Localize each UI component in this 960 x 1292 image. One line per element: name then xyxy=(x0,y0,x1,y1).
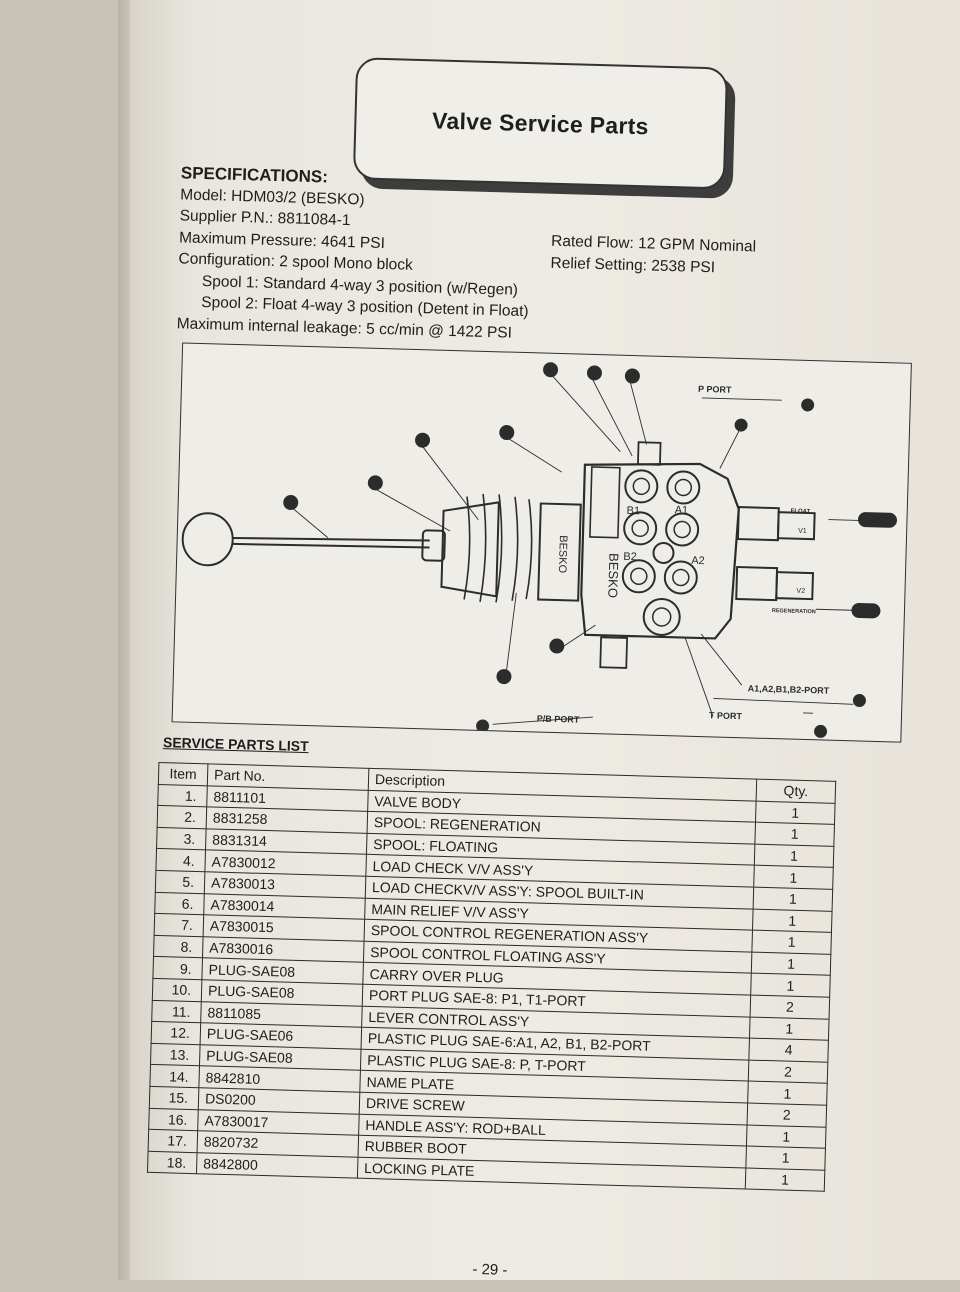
label-t-port: T PORT xyxy=(709,710,743,721)
handle-rod xyxy=(233,535,430,543)
parts-list-heading: SERVICE PARTS LIST xyxy=(163,734,309,754)
item-cell: 6. xyxy=(155,892,205,915)
port-top-1 xyxy=(625,470,658,503)
item-cell: 3. xyxy=(157,827,207,850)
label-a1: A1 xyxy=(675,504,689,516)
svg-text:6: 6 xyxy=(505,430,509,437)
label-b1: B1 xyxy=(626,505,640,517)
qty-cell: 1 xyxy=(752,909,832,933)
qty-cell: 2 xyxy=(748,1060,828,1084)
item-cell: 1. xyxy=(158,784,208,807)
spool-cap-1 xyxy=(738,507,779,540)
qty-cell: 1 xyxy=(753,887,833,911)
item-cell: 11. xyxy=(152,1000,202,1023)
part-no-cell: 8842800 xyxy=(196,1152,358,1178)
specifications-block: SPECIFICATIONS: Model: HDM03/2 (BESKO) S… xyxy=(176,162,532,344)
qty-cell: 4 xyxy=(749,1038,829,1062)
relief-cartridge xyxy=(590,467,620,538)
center-plug xyxy=(653,543,674,564)
specifications-right: Rated Flow: 12 GPM Nominal Relief Settin… xyxy=(550,231,756,280)
port-a1 xyxy=(666,513,699,546)
label-v1: V1 xyxy=(798,528,807,535)
handle-ball xyxy=(182,513,233,566)
qty-cell: 1 xyxy=(756,801,836,825)
svg-text:10: 10 xyxy=(628,373,636,380)
item-cell: 13. xyxy=(150,1043,200,1066)
item-cell: 18. xyxy=(147,1151,197,1174)
svg-text:2 7: 2 7 xyxy=(861,609,871,616)
svg-text:4: 4 xyxy=(555,643,559,650)
item-cell: 4. xyxy=(156,849,206,872)
qty-cell: 1 xyxy=(746,1146,826,1170)
svg-text:13: 13 xyxy=(804,402,812,409)
svg-text:18: 18 xyxy=(371,480,379,487)
item-cell: 8. xyxy=(154,935,204,958)
page-number: - 29 - xyxy=(472,1261,507,1279)
item-cell: 12. xyxy=(151,1021,201,1044)
valve-body xyxy=(580,461,740,639)
qty-cell: 2 xyxy=(747,1103,827,1127)
top-fitting xyxy=(638,442,661,465)
qty-cell: 1 xyxy=(751,952,831,976)
item-cell: 7. xyxy=(154,914,204,937)
spool-cap-2 xyxy=(736,567,777,600)
item-cell: 15. xyxy=(149,1086,199,1109)
parts-table: Item Part No. Description Qty. 1.8811101… xyxy=(147,762,836,1192)
item-cell: 17. xyxy=(148,1129,198,1152)
header-qty: Qty. xyxy=(756,779,836,803)
label-regeneration: REGENERATION xyxy=(772,608,816,615)
svg-text:15: 15 xyxy=(590,370,598,377)
label-b2: B2 xyxy=(623,551,637,563)
svg-text:1: 1 xyxy=(739,423,743,430)
qty-cell: 1 xyxy=(749,1017,829,1041)
svg-text:16: 16 xyxy=(287,500,295,507)
qty-cell: 1 xyxy=(755,822,835,846)
item-cell: 5. xyxy=(155,870,205,893)
boot-brand-label: BESKO xyxy=(556,535,569,574)
item-cell: 16. xyxy=(149,1108,199,1131)
svg-text:11: 11 xyxy=(419,438,427,445)
svg-text:17: 17 xyxy=(500,674,508,681)
qty-cell: 1 xyxy=(754,844,834,868)
leader-lines xyxy=(285,369,863,735)
item-cell: 14. xyxy=(150,1065,200,1088)
qty-cell: 1 xyxy=(748,1081,828,1105)
label-float: FLOAT xyxy=(791,509,811,516)
port-b2 xyxy=(622,560,655,593)
qty-cell: 1 xyxy=(752,930,832,954)
label-v2: V2 xyxy=(796,588,805,595)
page-title: Valve Service Parts xyxy=(432,107,649,140)
label-a2: A2 xyxy=(691,555,705,567)
label-p-port: P PORT xyxy=(698,384,732,395)
qty-cell: 1 xyxy=(745,1168,825,1192)
port-bottom xyxy=(643,598,680,635)
item-cell: 10. xyxy=(152,978,202,1001)
item-cell: 2. xyxy=(157,806,207,829)
qty-cell: 1 xyxy=(754,866,834,890)
qty-cell: 1 xyxy=(746,1125,826,1149)
svg-text:3 5 8: 3 5 8 xyxy=(870,518,886,525)
svg-text:14: 14 xyxy=(547,367,555,374)
svg-text:12: 12 xyxy=(855,698,863,705)
bottom-fitting xyxy=(600,637,627,668)
svg-text:9: 9 xyxy=(481,723,485,730)
callouts: 14 15 10 13 1 6 11 18 16 3 5 8 xyxy=(277,355,900,741)
label-ab-port: A1,A2,B1,B2-PORT xyxy=(748,683,830,695)
valve-diagram: BESKO BESKO B1 A1 B2 A2 xyxy=(173,343,911,741)
svg-text:13: 13 xyxy=(817,729,825,736)
label-pb-port: P/B PORT xyxy=(537,714,580,725)
header-item: Item xyxy=(158,762,208,785)
item-cell: 9. xyxy=(153,957,203,980)
qty-cell: 2 xyxy=(750,995,830,1019)
body-brand-label: BESKO xyxy=(605,553,621,598)
valve-drawing: BESKO BESKO B1 A1 B2 A2 xyxy=(172,342,912,742)
qty-cell: 1 xyxy=(751,973,831,997)
port-top-2 xyxy=(667,471,700,504)
